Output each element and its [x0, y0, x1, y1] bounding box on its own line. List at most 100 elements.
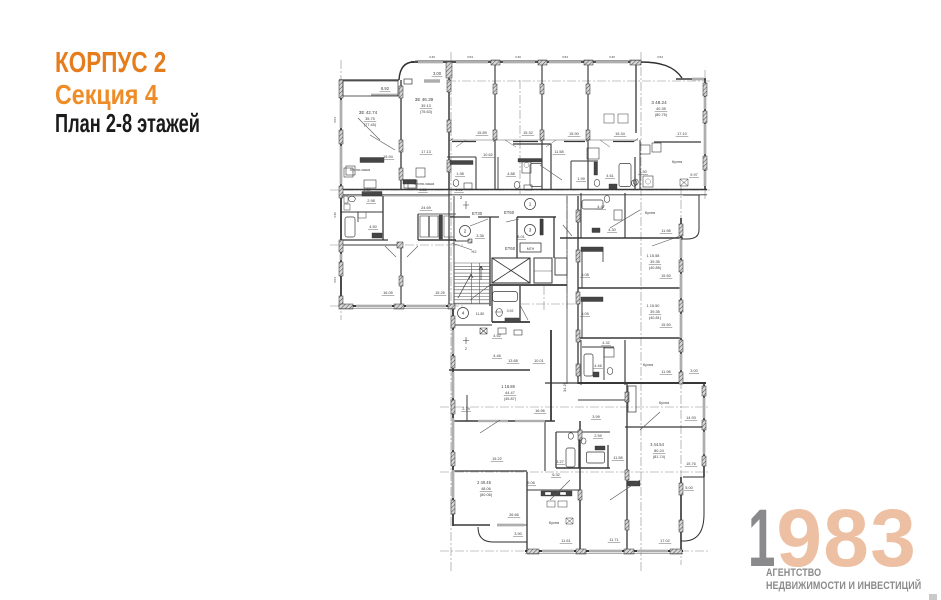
svg-text:2.59: 2.59 — [594, 434, 602, 438]
svg-text:1 15.50: 1 15.50 — [647, 304, 660, 308]
svg-text:15.89: 15.89 — [477, 131, 487, 135]
svg-text:3.30: 3.30 — [333, 212, 337, 218]
svg-text:15.34: 15.34 — [615, 132, 626, 136]
svg-text:14.93: 14.93 — [686, 416, 696, 420]
svg-text:Кухня: Кухня — [659, 401, 669, 405]
svg-text:4.50: 4.50 — [369, 225, 377, 229]
svg-text:15.90: 15.90 — [569, 132, 579, 136]
svg-text:ЕТ60: ЕТ60 — [505, 246, 516, 251]
svg-text:Кухня-чаша: Кухня-чаша — [414, 182, 435, 186]
svg-text:35.75: 35.75 — [365, 117, 375, 121]
svg-text:(40.85): (40.85) — [649, 266, 662, 270]
svg-text:10.62: 10.62 — [483, 153, 493, 157]
svg-text:8.01: 8.01 — [517, 235, 525, 239]
svg-text:(45.87): (45.87) — [504, 397, 517, 401]
svg-text:3.54: 3.54 — [333, 117, 337, 123]
svg-text:3 44.54: 3 44.54 — [650, 442, 664, 447]
svg-text:40.35: 40.35 — [656, 107, 666, 111]
svg-text:Кухня: Кухня — [549, 521, 559, 525]
svg-text:5.32: 5.32 — [552, 473, 560, 477]
svg-text:4.46: 4.46 — [594, 364, 602, 368]
svg-text:ЕТ30: ЕТ30 — [472, 211, 483, 216]
svg-text:4.30: 4.30 — [608, 228, 616, 232]
svg-text:11.98: 11.98 — [661, 370, 670, 374]
svg-text:6.25: 6.25 — [419, 188, 426, 192]
svg-text:17.13: 17.13 — [421, 150, 431, 154]
svg-text:Кухня: Кухня — [643, 363, 653, 367]
svg-text:5.08: 5.08 — [581, 273, 589, 277]
svg-text:11.61: 11.61 — [561, 539, 570, 543]
svg-text:4.47: 4.47 — [597, 205, 605, 209]
svg-text:3.00: 3.00 — [433, 71, 442, 76]
svg-text:15.22: 15.22 — [492, 457, 502, 461]
svg-text:3 48.24: 3 48.24 — [651, 100, 667, 105]
svg-text:80.24: 80.24 — [654, 449, 665, 453]
svg-text:3.36: 3.36 — [476, 234, 484, 238]
svg-text:4.46: 4.46 — [493, 354, 501, 358]
svg-text:9.97: 9.97 — [690, 173, 698, 177]
svg-text:3.90: 3.90 — [514, 532, 522, 536]
svg-text:9.06: 9.06 — [527, 481, 535, 485]
svg-text:2.50: 2.50 — [639, 170, 647, 174]
svg-text:3.54: 3.54 — [657, 55, 663, 59]
svg-text:5.00: 5.00 — [685, 486, 693, 490]
svg-text:Кухня: Кухня — [672, 160, 682, 164]
svg-text:Кухня-чаша: Кухня-чаша — [350, 168, 371, 172]
svg-text:3Е 42.74: 3Е 42.74 — [359, 110, 378, 115]
svg-text:11.80: 11.80 — [476, 312, 485, 316]
svg-text:5.05: 5.05 — [581, 312, 589, 316]
svg-text:1.98: 1.98 — [456, 172, 464, 176]
svg-text:3.54: 3.54 — [562, 55, 568, 59]
svg-text:6.38: 6.38 — [363, 188, 370, 192]
svg-text:1: 1 — [529, 202, 532, 207]
svg-text:4.61: 4.61 — [606, 174, 614, 178]
svg-text:11.71: 11.71 — [609, 538, 618, 542]
svg-text:13.68: 13.68 — [508, 359, 518, 363]
svg-text:ЕТ60: ЕТ60 — [504, 210, 515, 215]
svg-text:(80.75): (80.75) — [655, 113, 668, 117]
svg-text:26.66: 26.66 — [509, 513, 519, 517]
svg-text:4: 4 — [462, 311, 465, 316]
svg-text:44.47: 44.47 — [505, 391, 515, 395]
svg-text:11.58: 11.58 — [554, 150, 563, 154]
svg-text:2: 2 — [460, 195, 463, 200]
svg-text:15.32: 15.32 — [523, 131, 533, 135]
svg-text:10.01: 10.01 — [534, 359, 544, 363]
svg-text:15.76: 15.76 — [686, 462, 696, 466]
svg-text:15.25: 15.25 — [435, 291, 445, 295]
svg-text:(77.45): (77.45) — [364, 123, 377, 127]
svg-text:17.10: 17.10 — [677, 132, 687, 136]
svg-text:15.50: 15.50 — [661, 323, 671, 327]
svg-text:Кухня: Кухня — [645, 211, 655, 215]
svg-text:3.99: 3.99 — [592, 415, 600, 419]
svg-text:2 40.45: 2 40.45 — [477, 480, 491, 485]
svg-text:2.98: 2.98 — [367, 199, 375, 203]
svg-text:4.32: 4.32 — [602, 341, 610, 345]
svg-text:1.90: 1.90 — [455, 188, 462, 192]
svg-text:1 16.86: 1 16.86 — [501, 384, 515, 389]
svg-text:3.54: 3.54 — [467, 55, 473, 59]
svg-text:3.00: 3.00 — [690, 369, 698, 373]
svg-text:2: 2 — [464, 229, 467, 234]
svg-text:15.94: 15.94 — [383, 155, 394, 159]
svg-text:39.13: 39.13 — [421, 104, 431, 108]
svg-text:1.99: 1.99 — [577, 177, 585, 181]
svg-text:3: 3 — [529, 228, 532, 233]
svg-text:2.79: 2.79 — [462, 407, 470, 411]
svg-text:3.92: 3.92 — [507, 309, 514, 313]
svg-text:1 15.58: 1 15.58 — [647, 254, 660, 258]
svg-text:2: 2 — [465, 347, 467, 351]
svg-text:4.52: 4.52 — [493, 334, 501, 338]
svg-text:11.58: 11.58 — [613, 456, 622, 460]
svg-text:16.05: 16.05 — [383, 291, 393, 295]
svg-text:16.96: 16.96 — [535, 409, 545, 413]
svg-text:17.02: 17.02 — [660, 539, 670, 543]
svg-text:(81.74): (81.74) — [653, 455, 666, 459]
svg-text:11.98: 11.98 — [661, 229, 670, 233]
svg-text:3.27: 3.27 — [556, 460, 564, 464]
svg-text:(40.81): (40.81) — [649, 316, 662, 320]
svg-text:3Е 46.39: 3Е 46.39 — [415, 97, 434, 102]
svg-text:МГН: МГН — [527, 247, 535, 251]
svg-text:8.92: 8.92 — [381, 86, 390, 91]
svg-text:(75.63): (75.63) — [420, 110, 433, 114]
